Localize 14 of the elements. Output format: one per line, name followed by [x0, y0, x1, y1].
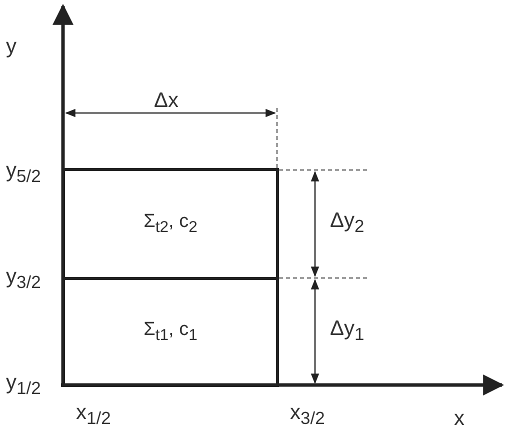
- axis-label: x: [454, 408, 464, 429]
- tick-label: y$_{1/2}$: [6, 372, 41, 398]
- tick-label: x$_{3/2}$: [290, 402, 325, 428]
- axis-label: y: [6, 36, 16, 57]
- cell-box: [62, 277, 279, 387]
- tick-label: y$_{5/2}$: [6, 160, 41, 186]
- cell-label: Σ$_{t2}$, c$_{2}$: [144, 211, 198, 237]
- dimension-label: Δy$_{1}$: [330, 318, 364, 344]
- cell-box: [62, 168, 279, 280]
- dimension-label: Δy$_{2}$: [330, 210, 364, 236]
- tick-label: y$_{3/2}$: [6, 266, 41, 292]
- cell-label: Σ$_{t1}$, c$_{1}$: [144, 319, 198, 345]
- dimension-label: Δx: [154, 90, 179, 111]
- tick-label: x$_{1/2}$: [76, 402, 111, 428]
